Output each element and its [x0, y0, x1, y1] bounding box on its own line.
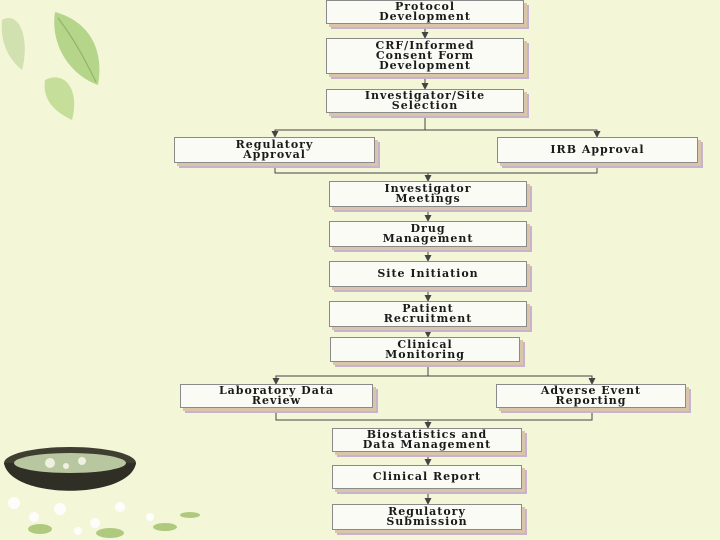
node-regulatory-approval: Regulatory Approval — [174, 137, 375, 163]
node-label: Laboratory Data Review — [219, 386, 334, 406]
node-drug-management: Drug Management — [329, 221, 527, 247]
node-label: Drug Management — [383, 224, 474, 244]
node-label: Patient Recruitment — [384, 304, 473, 324]
node-label: Investigator/Site Selection — [365, 91, 485, 111]
node-label: Adverse Event Reporting — [541, 386, 641, 406]
node-laboratory-data-review: Laboratory Data Review — [180, 384, 373, 408]
node-crf-consent-development: CRF/Informed Consent Form Development — [326, 38, 524, 74]
node-label: Clinical Report — [373, 472, 481, 482]
node-label: Site Initiation — [377, 269, 478, 279]
node-adverse-event-reporting: Adverse Event Reporting — [496, 384, 686, 408]
node-irb-approval: IRB Approval — [497, 137, 698, 163]
node-investigator-site-selection: Investigator/Site Selection — [326, 89, 524, 113]
node-label: Biostatistics and Data Management — [363, 430, 492, 450]
node-label: Protocol Development — [379, 2, 471, 22]
node-protocol-development: Protocol Development — [326, 0, 524, 24]
node-regulatory-submission: Regulatory Submission — [332, 504, 522, 530]
node-investigator-meetings: Investigator Meetings — [329, 181, 527, 207]
node-label: Investigator Meetings — [384, 184, 471, 204]
node-label: Clinical Monitoring — [385, 340, 465, 360]
node-label: Regulatory Approval — [236, 140, 314, 160]
node-patient-recruitment: Patient Recruitment — [329, 301, 527, 327]
node-label: Regulatory Submission — [386, 507, 467, 527]
node-label: IRB Approval — [550, 145, 644, 155]
node-site-initiation: Site Initiation — [329, 261, 527, 287]
node-biostatistics-data-management: Biostatistics and Data Management — [332, 428, 522, 452]
node-clinical-report: Clinical Report — [332, 465, 522, 489]
node-clinical-monitoring: Clinical Monitoring — [330, 337, 520, 362]
node-label: CRF/Informed Consent Form Development — [375, 41, 474, 71]
